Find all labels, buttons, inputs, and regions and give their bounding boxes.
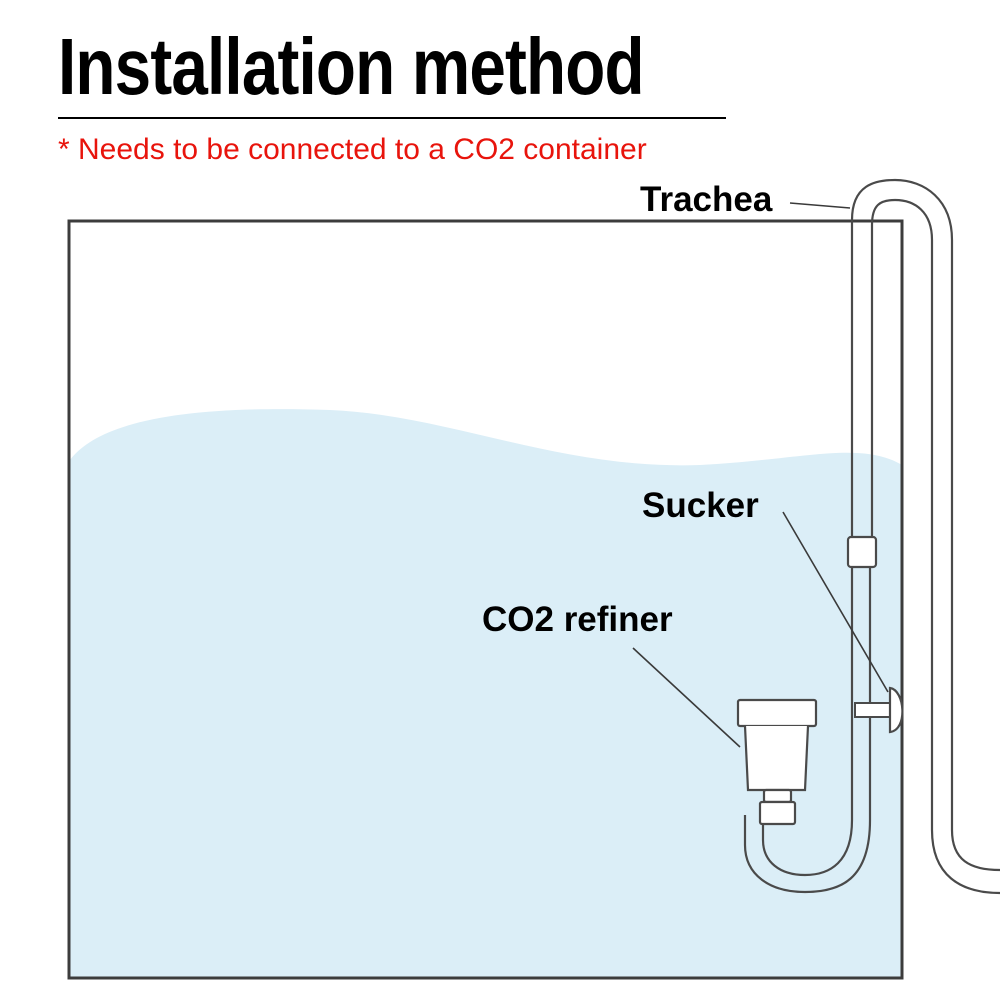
co2-refiner-label: CO2 refiner (482, 600, 673, 639)
trachea-label: Trachea (640, 180, 773, 219)
inner-tube (743, 567, 872, 894)
connection-note: * Needs to be connected to a CO2 contain… (58, 133, 647, 166)
tube-connector (846, 535, 878, 569)
sucker-leader-line (782, 511, 889, 693)
sucker-icon (854, 686, 904, 734)
refiner-leader-line (632, 647, 741, 748)
title-underline (58, 117, 726, 119)
trachea-tube (850, 178, 1000, 895)
co2-refiner-icon (736, 698, 818, 826)
water-fill (70, 409, 902, 979)
page-title: Installation method (58, 22, 645, 111)
aquarium-tank (67, 219, 904, 980)
sucker-label: Sucker (642, 486, 759, 525)
trachea-leader-line (789, 202, 851, 209)
